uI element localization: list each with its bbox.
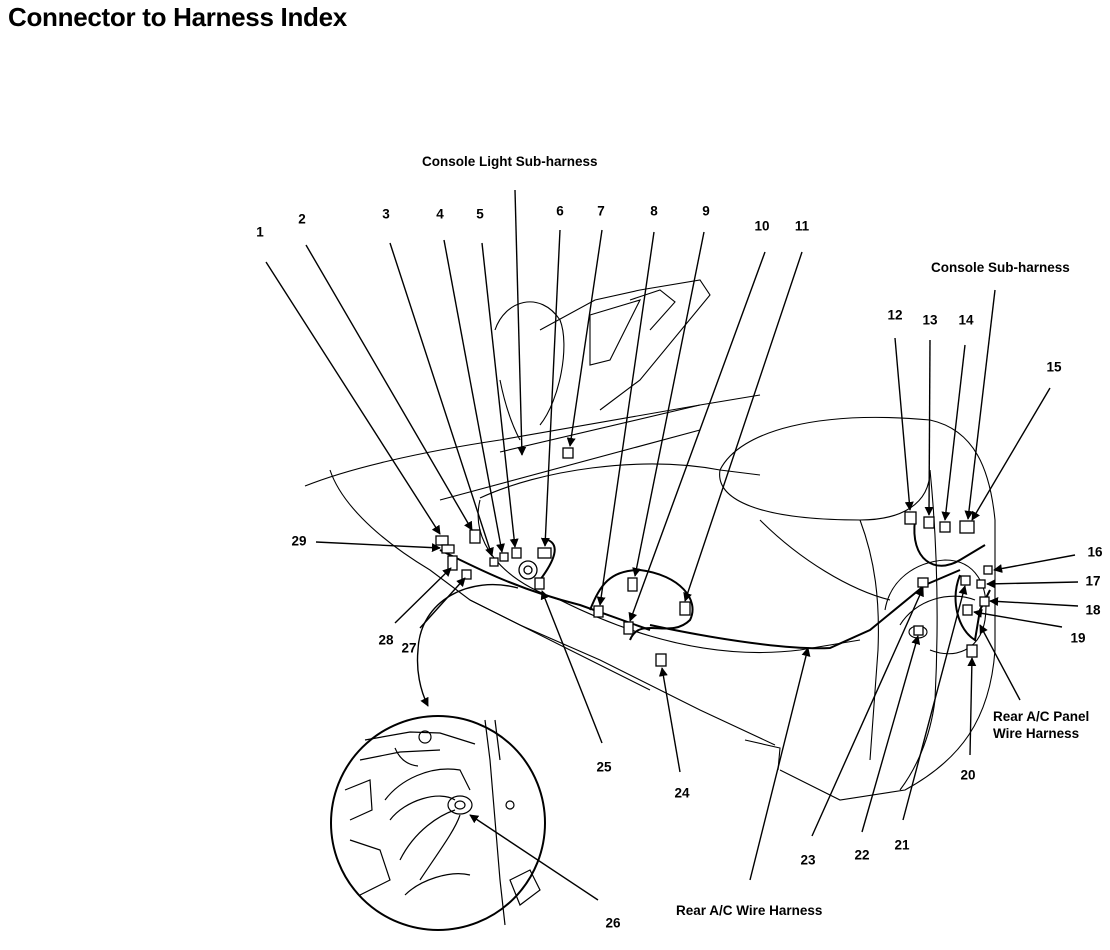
label-rear-ac-panel-line2: Wire Harness (993, 726, 1080, 741)
callout-14: 14 (958, 312, 974, 328)
callout-18: 18 (1085, 602, 1101, 618)
callout-8: 8 (650, 203, 658, 219)
callout-12: 12 (887, 307, 903, 323)
connector-13 (923, 516, 935, 529)
callout-15: 15 (1046, 359, 1062, 375)
callout-21: 21 (894, 837, 910, 853)
connector-9 (627, 577, 638, 592)
detail-view (330, 715, 546, 931)
callout-23: 23 (800, 852, 816, 868)
connector-14 (939, 521, 951, 533)
connector-22 (913, 625, 924, 636)
connector-19 (962, 604, 973, 616)
wire-harness-routes (439, 519, 991, 650)
connector-5 (511, 547, 522, 559)
callout-1: 1 (256, 224, 264, 240)
callout-11: 11 (794, 218, 810, 234)
callout-7: 7 (597, 203, 605, 219)
callout-27: 27 (401, 640, 417, 656)
callout-10: 10 (754, 218, 770, 234)
connector-17 (976, 579, 986, 589)
detail-circle (330, 715, 546, 931)
callout-6: 6 (556, 203, 564, 219)
connector-25 (534, 577, 545, 590)
callout-24: 24 (674, 785, 690, 801)
callout-29: 29 (291, 533, 307, 549)
callout-20: 20 (960, 767, 976, 783)
connector-15 (959, 520, 975, 534)
label-rear-ac-wire-harness: Rear A/C Wire Harness (676, 903, 823, 918)
callout-28: 28 (378, 632, 394, 648)
label-rear-ac-panel-wire-harness: Rear A/C Panel Wire Harness (993, 708, 1089, 742)
connector-20 (966, 644, 978, 658)
label-console-sub-harness: Console Sub-harness (931, 260, 1070, 275)
callout-3: 3 (382, 206, 390, 222)
connector-18 (979, 596, 990, 607)
callout-17: 17 (1085, 573, 1101, 589)
connector-8 (593, 605, 604, 618)
vehicle-outline (304, 279, 996, 801)
callout-19: 19 (1070, 630, 1086, 646)
callout-2: 2 (298, 211, 306, 227)
callout-5: 5 (476, 206, 484, 222)
leader-lines (265, 189, 1079, 901)
connector-4 (499, 552, 509, 562)
connector-16 (983, 565, 993, 575)
connector-23 (917, 577, 929, 588)
callout-13: 13 (922, 312, 938, 328)
callout-16: 16 (1087, 544, 1103, 560)
callout-26: 26 (605, 915, 621, 931)
connector-11 (679, 601, 691, 616)
connector-24 (655, 653, 667, 667)
callout-4: 4 (436, 206, 444, 222)
connector-29 (441, 544, 455, 554)
connector-10 (623, 621, 634, 635)
page-title: Connector to Harness Index (8, 2, 347, 32)
connector-2 (469, 529, 481, 544)
connector-28 (447, 555, 458, 571)
callout-9: 9 (702, 203, 710, 219)
label-console-light-sub-harness: Console Light Sub-harness (422, 154, 598, 169)
connector-21 (960, 575, 971, 586)
connector-1 (435, 535, 449, 546)
callout-22: 22 (854, 847, 870, 863)
callout-25: 25 (596, 759, 612, 775)
label-rear-ac-panel-line1: Rear A/C Panel (993, 709, 1090, 724)
connector-12 (904, 511, 917, 525)
connector-6 (537, 547, 552, 559)
connector-7 (562, 447, 574, 459)
connector-3 (489, 557, 499, 567)
connectors (435, 447, 993, 667)
detail-connector-arc (416, 583, 519, 707)
connector-27 (461, 569, 472, 580)
